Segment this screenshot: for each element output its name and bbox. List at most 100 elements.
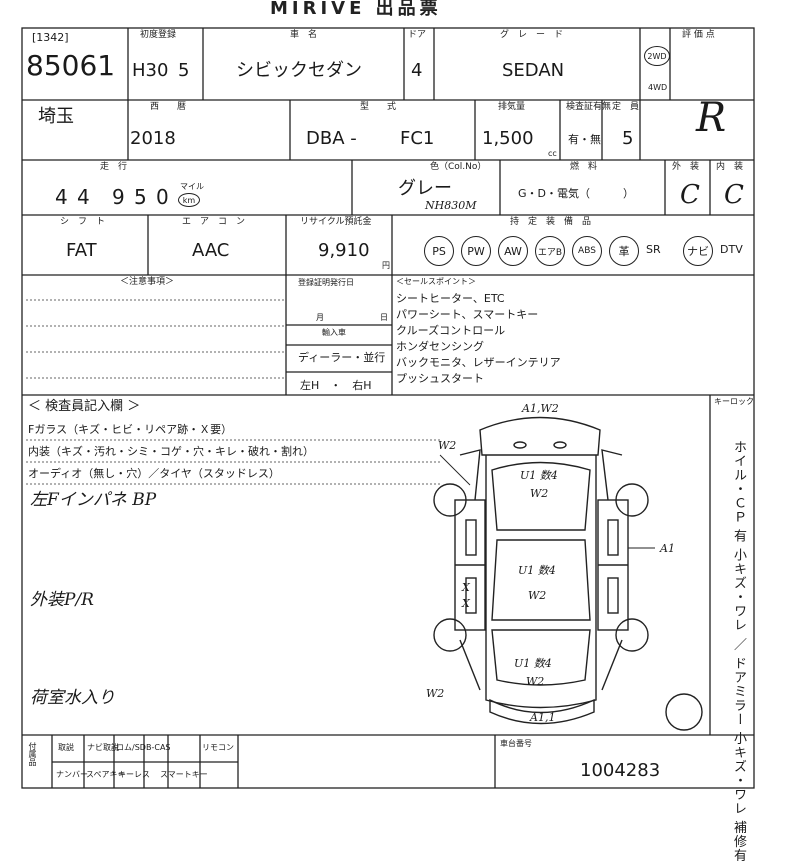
steering: 左H ・ 右H xyxy=(300,379,372,392)
sales-point-4: ホンダセンシング xyxy=(396,340,484,353)
displacement: 1,500 xyxy=(482,128,534,149)
equipment-6: SR xyxy=(646,243,661,256)
acc-bcas: B-CAS xyxy=(146,743,171,752)
car-name: シビックセダン xyxy=(236,60,362,81)
fuel: G・D・電気（ ） xyxy=(518,187,634,200)
equipment-0: PS xyxy=(424,236,454,266)
acc-smart-key: スマートキー xyxy=(160,770,208,779)
car-name-label: 車 名 xyxy=(290,30,318,40)
capacity-label: 定 員 xyxy=(612,102,640,112)
mileage-digit-1: 4 xyxy=(55,185,68,209)
caution-label: ＜注意事項＞ xyxy=(120,277,175,287)
lot-ref: [1342] xyxy=(32,31,69,44)
grade: SEDAN xyxy=(502,60,565,81)
form-title: MIRIVE 出品票 xyxy=(270,0,442,19)
drive-4wd: 4WD xyxy=(648,83,668,92)
mileage-digit-5: 0 xyxy=(156,185,169,209)
exterior-label: 外 装 xyxy=(672,162,700,172)
model-label: 型 式 xyxy=(360,102,397,112)
equipment-7: ナビ xyxy=(683,236,713,266)
inspector-line-1: Fガラス（キズ・ヒビ・リペア跡・Ｘ要） xyxy=(28,423,233,436)
importer: ディーラー・並行 xyxy=(298,351,386,364)
color-code: NH830M xyxy=(425,199,477,212)
mark-hood-1: U1 数4 xyxy=(520,469,558,482)
reg-month: 5 xyxy=(178,60,190,81)
mark-right-door: A1 xyxy=(660,542,675,555)
keylock-label: キーロック xyxy=(714,397,754,406)
month-label: 月 xyxy=(316,313,324,322)
sales-point-6: プッシュスタート xyxy=(396,372,484,385)
mark-roof-2: W2 xyxy=(528,589,547,602)
interior-grade: C xyxy=(724,180,744,210)
inspector-line-2: 内装（キズ・汚れ・シミ・コゲ・穴・キレ・破れ・割れ） xyxy=(28,445,314,458)
shift: FAT xyxy=(66,240,97,261)
equipment-4: ABS xyxy=(572,236,602,266)
sheet-grid xyxy=(21,27,755,789)
door-count: 4 xyxy=(411,60,423,81)
mark-roof-1: U1 数4 xyxy=(518,564,556,577)
score: R xyxy=(696,95,727,141)
door-label: ドア xyxy=(408,30,427,40)
recycle-unit: 円 xyxy=(382,261,390,270)
mark-rear-bumper: A1,1 xyxy=(530,711,556,724)
sales-point-1: シートヒーター、ETC xyxy=(396,292,505,305)
sales-point-2: パワーシート、スマートキー xyxy=(396,308,539,321)
note-2: 外装P/R xyxy=(30,590,94,610)
equipment-1: PW xyxy=(461,236,491,266)
mark-rear-fender: W2 xyxy=(426,687,445,700)
acc-manual: 取説 xyxy=(58,743,74,752)
accessories-label: 付属品 xyxy=(28,742,37,766)
aircon-label: エ ア コ ン xyxy=(182,217,246,227)
chassis-label: 車台番号 xyxy=(500,739,532,748)
mark-left-x-2: X xyxy=(462,597,470,610)
mark-front-fender: W2 xyxy=(438,439,457,452)
note-1: 左Fインパネ BP xyxy=(30,490,157,510)
capacity: 5 xyxy=(622,128,634,149)
acc-plate: ナンバー xyxy=(56,770,88,779)
inspector-label: ＜ 検査員記入欄 ＞ xyxy=(28,399,141,414)
model-prefix: DBA - xyxy=(306,128,357,149)
acc-spare-key: スペアキー xyxy=(86,770,126,779)
mileage-digit-3: 9 xyxy=(112,185,125,209)
prefecture: 埼玉 xyxy=(38,106,74,127)
sales-point-3: クルーズコントロール xyxy=(396,324,506,337)
grade-label: グ レ ー ド xyxy=(500,30,564,40)
first-reg-label: 初度登録 xyxy=(140,30,177,40)
model-year: 2018 xyxy=(130,128,176,149)
equipment-2: AW xyxy=(498,236,528,266)
fuel-label: 燃 料 xyxy=(570,162,598,172)
sales-point-label: ＜セールスポイント＞ xyxy=(396,277,476,286)
aircon: AAC xyxy=(192,240,230,261)
chassis-number: 1004283 xyxy=(580,760,661,781)
import-label: 輸入車 xyxy=(322,328,346,337)
mark-trunk-2: W2 xyxy=(526,675,545,688)
equipment-8: DTV xyxy=(720,243,743,256)
acc-remote: リモコン xyxy=(202,743,234,752)
recycle-fee: 9,910 xyxy=(318,240,370,261)
mileage-unit-mile: マイル xyxy=(180,182,204,191)
inspector-line-3: オーディオ（無し・穴）／タイヤ（スタッドレス） xyxy=(28,467,280,480)
mileage-unit-km: km xyxy=(178,193,200,207)
score-label: 評 価 点 xyxy=(682,30,715,40)
model-code: FC1 xyxy=(400,128,435,149)
acc-rom: ロム/SD xyxy=(116,743,146,752)
mark-hood-2: W2 xyxy=(530,487,549,500)
mark-trunk-1: U1 数4 xyxy=(514,657,552,670)
drive-2wd-circle: 2WD xyxy=(644,46,670,66)
shift-label: シ フ ト xyxy=(60,217,106,227)
displacement-unit: cc xyxy=(548,149,557,158)
acc-keyless: キーレス xyxy=(118,770,150,779)
auction-sheet: MIRIVE 出品票 [1342] 85061 初度登録 H30 5 車 名 シ… xyxy=(21,0,755,863)
note-3: 荷室水入り xyxy=(30,688,115,708)
day-label: 日 xyxy=(380,313,388,322)
color-label: 色（Col.No） xyxy=(430,162,487,172)
color-name: グレー xyxy=(398,178,452,199)
mark-left-x-1: X xyxy=(462,581,470,594)
equipment-3: エアB xyxy=(535,236,565,266)
recycle-label: リサイクル預託金 xyxy=(300,217,372,227)
mark-front-bumper: A1,W2 xyxy=(522,402,559,415)
interior-label: 内 装 xyxy=(716,162,744,172)
reg-era: H30 xyxy=(132,60,169,81)
inspection-status: 有・無 xyxy=(568,133,601,146)
exterior-grade: C xyxy=(680,180,700,210)
